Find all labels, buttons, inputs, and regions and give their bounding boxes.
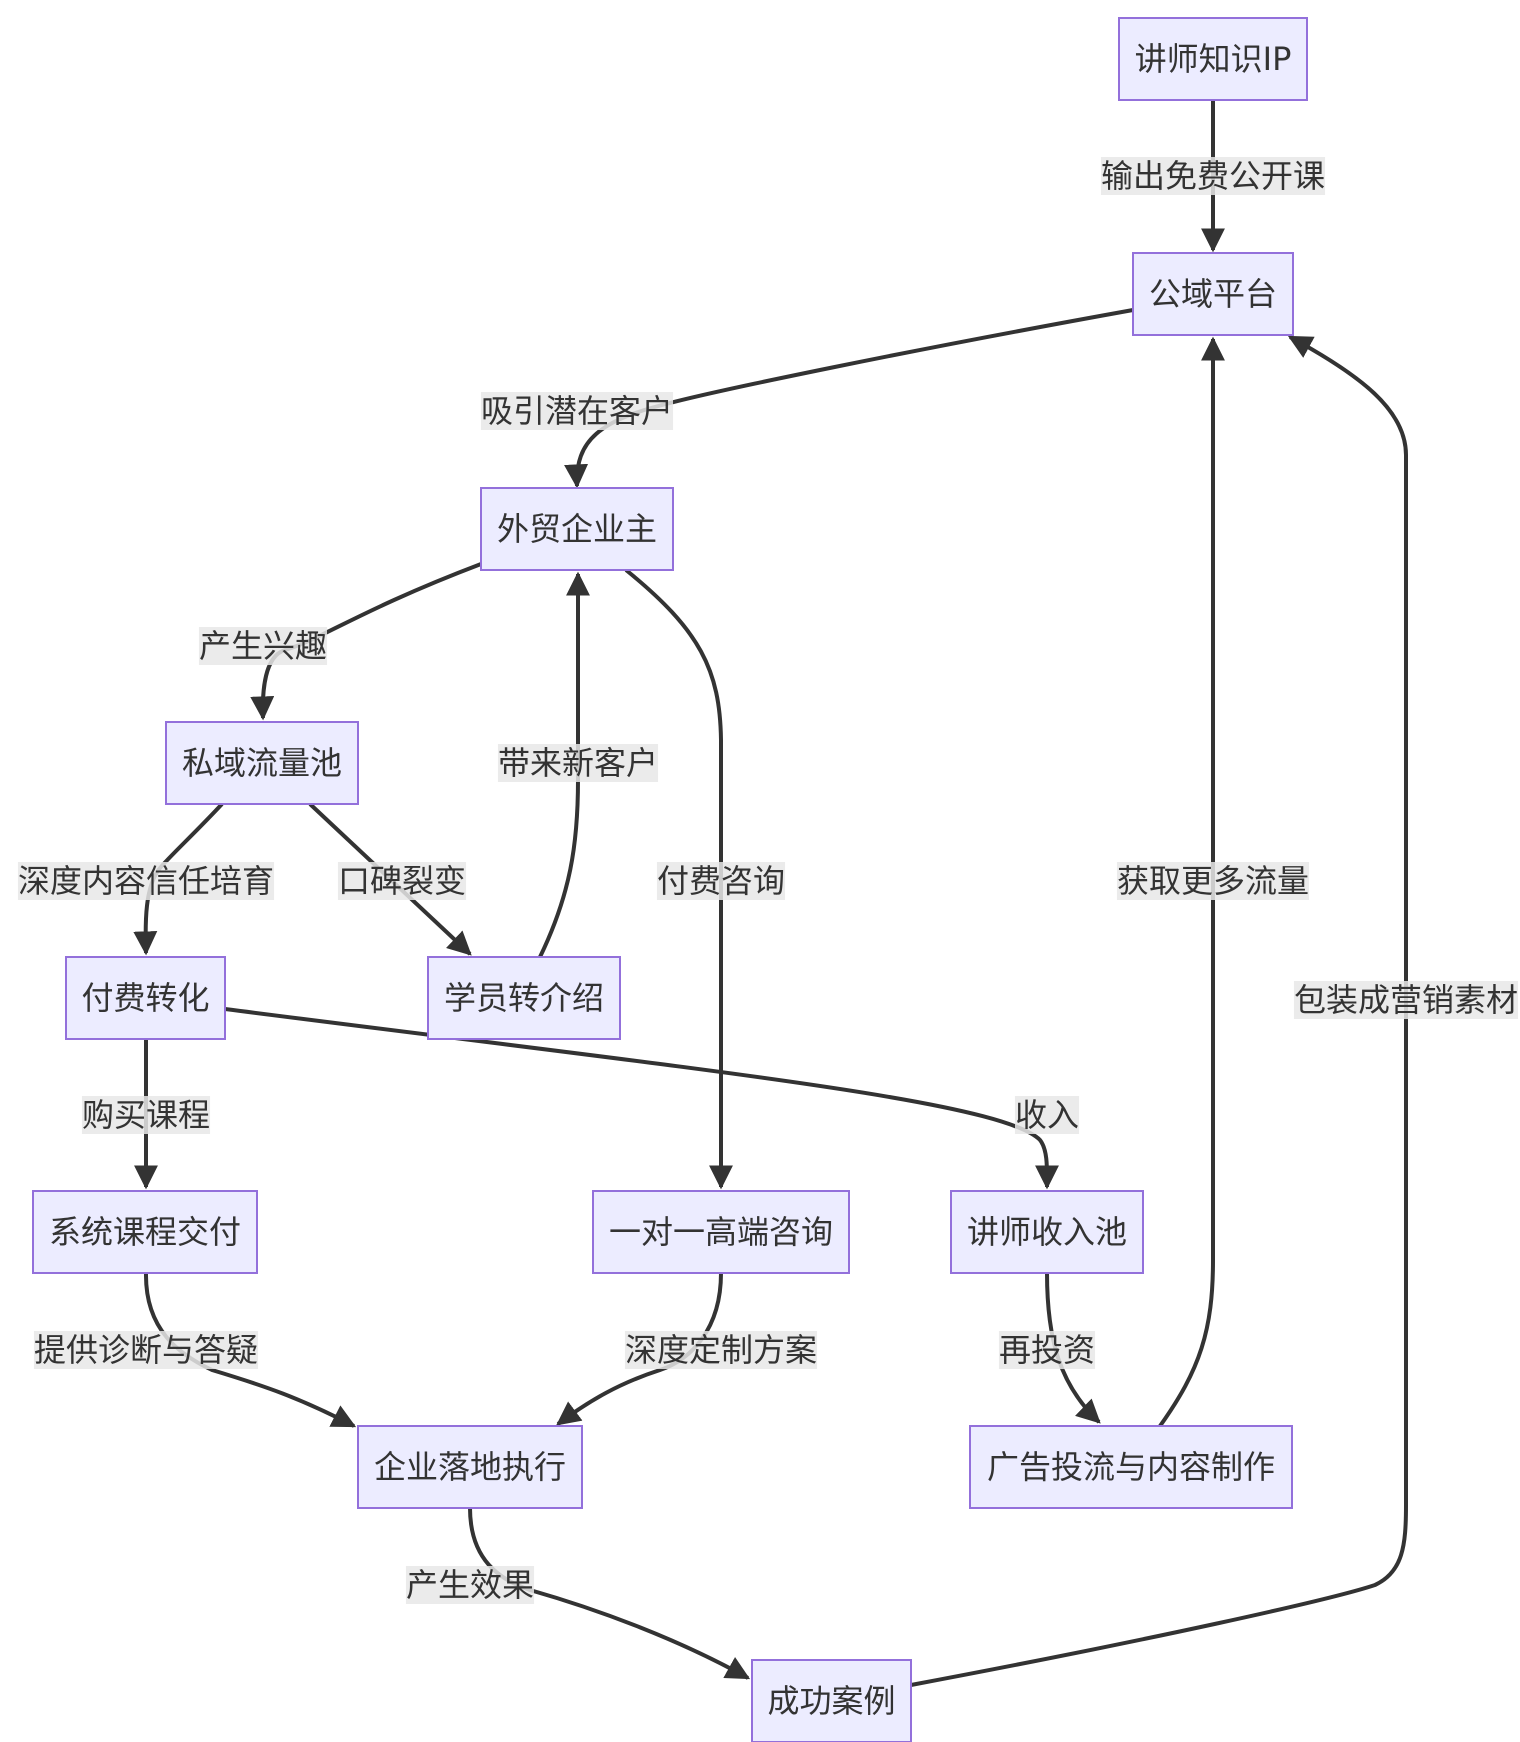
- edge-label-paid-to-course: 购买课程: [81, 1096, 211, 1134]
- node-label: 企业落地执行: [374, 1448, 566, 1486]
- edge-label-background: [337, 862, 467, 900]
- edge-label-background: [480, 392, 674, 430]
- edge-label-owner-to-private: 产生兴趣: [198, 627, 328, 665]
- edge-label-background: [81, 1096, 211, 1134]
- node-public: 公域平台: [1132, 252, 1294, 336]
- node-label: 外贸企业主: [497, 510, 657, 548]
- node-box: [427, 956, 621, 1040]
- node-box: [592, 1190, 850, 1274]
- edge-course-to-execute: [143, 1272, 357, 1428]
- node-box: [480, 487, 674, 571]
- node-label: 一对一高端咨询: [609, 1213, 833, 1251]
- edge-label-text: 口碑裂变: [338, 862, 466, 900]
- edge-label-background: [405, 1566, 535, 1604]
- edge-label-text: 深度内容信任培育: [18, 862, 274, 900]
- edge-label-text: 再投资: [999, 1331, 1095, 1369]
- node-box: [751, 1659, 912, 1742]
- edge-execute-to-case: [468, 1507, 751, 1680]
- edge-label-public-to-owner: 吸引潜在客户: [480, 392, 674, 430]
- edge-label-ip-to-public: 输出免费公开课: [1100, 157, 1326, 195]
- edge-label-income-to-ads: 再投资: [998, 1331, 1096, 1369]
- node-label: 学员转介绍: [444, 979, 604, 1017]
- node-box: [357, 1425, 583, 1509]
- node-box: [969, 1425, 1293, 1509]
- node-referral: 学员转介绍: [427, 956, 621, 1040]
- edge-label-background: [497, 744, 659, 782]
- node-ads: 广告投流与内容制作: [969, 1425, 1293, 1509]
- edge-label-background: [1293, 981, 1519, 1019]
- node-label: 付费转化: [81, 979, 209, 1017]
- edge-label-text: 深度定制方案: [625, 1331, 817, 1369]
- edge-label-background: [198, 627, 328, 665]
- edge-label-background: [624, 1331, 818, 1369]
- edge-label-text: 包装成营销素材: [1294, 981, 1518, 1019]
- node-consult: 一对一高端咨询: [592, 1190, 850, 1274]
- node-box: [65, 956, 226, 1040]
- node-ip: 讲师知识IP: [1118, 17, 1308, 101]
- edge-label-background: [656, 862, 786, 900]
- node-execute: 企业落地执行: [357, 1425, 583, 1509]
- node-label: 公域平台: [1149, 275, 1277, 313]
- node-label: 广告投流与内容制作: [987, 1448, 1275, 1486]
- edge-label-background: [17, 862, 275, 900]
- node-owner: 外贸企业主: [480, 487, 674, 571]
- edge-label-execute-to-case: 产生效果: [405, 1566, 535, 1604]
- node-case: 成功案例: [751, 1659, 912, 1742]
- edge-label-background: [1116, 862, 1310, 900]
- node-box: [32, 1190, 258, 1274]
- node-box: [1118, 17, 1308, 101]
- node-private: 私域流量池: [165, 721, 359, 805]
- edge-label-text: 付费咨询: [657, 862, 785, 900]
- edge-label-background: [1014, 1096, 1080, 1134]
- edge-case-to-public: [910, 335, 1408, 1687]
- edges-layer: [133, 100, 1408, 1687]
- node-box: [165, 721, 359, 805]
- edge-label-text: 获取更多流量: [1117, 862, 1309, 900]
- edge-owner-to-consult: [624, 568, 733, 1190]
- edge-paid-to-income: [224, 1007, 1060, 1190]
- edge-label-text: 带来新客户: [498, 744, 658, 782]
- node-paid: 付费转化: [65, 956, 226, 1040]
- edge-label-text: 提供诊断与答疑: [34, 1331, 258, 1369]
- edge-label-text: 购买课程: [82, 1096, 210, 1134]
- edge-label-paid-to-income: 收入: [1014, 1096, 1080, 1134]
- edge-label-private-to-paid: 深度内容信任培育: [17, 862, 275, 900]
- edge-public-to-owner: [564, 308, 1134, 489]
- node-course: 系统课程交付: [32, 1190, 258, 1274]
- node-box: [1132, 252, 1294, 336]
- edge-label-text: 输出免费公开课: [1101, 157, 1325, 195]
- edge-label-text: 吸引潜在客户: [481, 392, 673, 430]
- edge-label-course-to-execute: 提供诊断与答疑: [33, 1331, 259, 1369]
- edge-label-owner-to-consult: 付费咨询: [656, 862, 786, 900]
- edge-label-text: 收入: [1015, 1096, 1079, 1134]
- edge-ads-to-public: [1158, 336, 1225, 1428]
- edge-label-background: [33, 1331, 259, 1369]
- edge-referral-to-owner: [538, 571, 590, 958]
- node-label: 讲师知识IP: [1135, 40, 1292, 78]
- edge-label-text: 产生效果: [406, 1566, 534, 1604]
- node-label: 系统课程交付: [49, 1213, 241, 1251]
- edge-consult-to-execute: [556, 1272, 723, 1426]
- node-income: 讲师收入池: [950, 1190, 1144, 1274]
- node-label: 成功案例: [767, 1682, 895, 1720]
- edge-label-background: [1100, 157, 1326, 195]
- edge-label-consult-to-execute: 深度定制方案: [624, 1331, 818, 1369]
- edge-label-private-to-referral: 口碑裂变: [337, 862, 467, 900]
- node-label: 私域流量池: [182, 744, 342, 782]
- node-label: 讲师收入池: [967, 1213, 1127, 1251]
- edge-label-ads-to-public: 获取更多流量: [1116, 862, 1310, 900]
- edge-label-referral-to-owner: 带来新客户: [497, 744, 659, 782]
- node-box: [950, 1190, 1144, 1274]
- edge-label-background: [998, 1331, 1096, 1369]
- edge-label-case-to-public: 包装成营销素材: [1293, 981, 1519, 1019]
- edge-label-text: 产生兴趣: [199, 627, 327, 665]
